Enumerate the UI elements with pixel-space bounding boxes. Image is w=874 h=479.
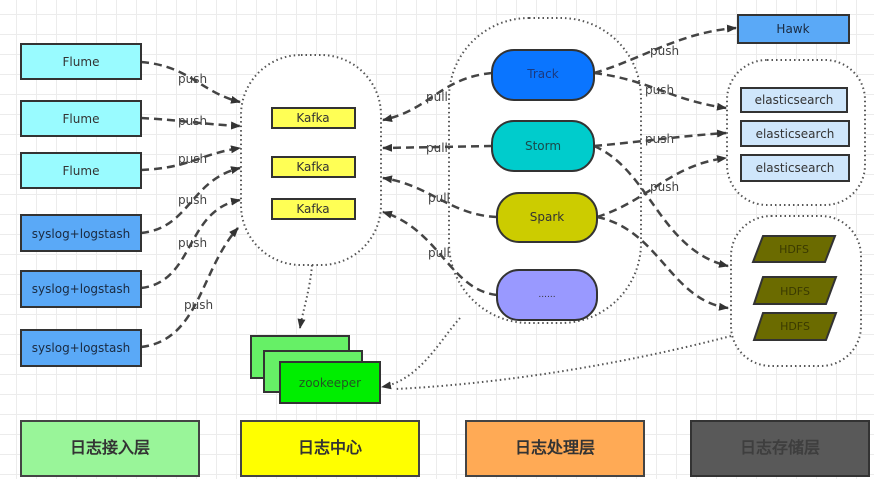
syslog-label: syslog+logstash xyxy=(32,282,130,296)
pull-label: pull xyxy=(428,246,450,260)
kafka-node[interactable]: Kafka xyxy=(271,107,356,129)
push-label: push xyxy=(645,132,674,146)
edge-storm-kafka xyxy=(382,143,493,152)
edge-spark-hdfs xyxy=(596,215,729,311)
edge-more-kafka xyxy=(382,210,498,297)
flume-source[interactable]: Flume xyxy=(20,100,142,137)
kafka-label: Kafka xyxy=(296,160,329,174)
push-label: push xyxy=(178,236,207,250)
hdfs-node[interactable]: HDFS xyxy=(751,235,837,263)
edge-processing-zookeeper xyxy=(381,317,461,390)
hdfs-label: HDFS xyxy=(780,285,810,298)
pull-label: pull xyxy=(426,141,448,155)
kafka-label: Kafka xyxy=(296,111,329,125)
syslog-label: syslog+logstash xyxy=(32,227,130,241)
edge-track-hawk xyxy=(593,24,737,75)
edge-syslog3-kafka xyxy=(140,227,239,349)
edge-flume1-kafka xyxy=(140,60,241,104)
elasticsearch-node[interactable]: elasticsearch xyxy=(740,120,850,147)
flume-label: Flume xyxy=(63,55,100,69)
layer-log-center-label: 日志中心 xyxy=(298,438,362,457)
push-label: push xyxy=(178,193,207,207)
zookeeper-node[interactable]: zookeeper xyxy=(250,335,381,404)
zookeeper-label: zookeeper xyxy=(299,376,361,390)
more-label: ...... xyxy=(538,290,555,300)
push-label: push xyxy=(178,114,207,128)
push-label: push xyxy=(650,44,679,58)
layer-log-center: 日志中心 xyxy=(240,420,420,477)
edge-flume3-kafka xyxy=(140,145,241,172)
syslog-logstash-source[interactable]: syslog+logstash xyxy=(20,214,142,252)
hawk-label: Hawk xyxy=(776,22,809,36)
push-label: push xyxy=(645,83,674,97)
edge-track-kafka xyxy=(382,71,493,123)
hdfs-node[interactable]: HDFS xyxy=(752,276,838,305)
edge-hdfs-zookeeper xyxy=(394,335,732,390)
edge-kafka-zookeeper xyxy=(297,264,313,329)
hdfs-label: HDFS xyxy=(780,320,810,333)
layer-storage-label: 日志存储层 xyxy=(740,438,820,457)
push-label: push xyxy=(650,180,679,194)
elasticsearch-node[interactable]: elasticsearch xyxy=(740,154,850,182)
kafka-node[interactable]: Kafka xyxy=(271,198,356,220)
push-label: push xyxy=(178,152,207,166)
syslog-logstash-source[interactable]: syslog+logstash xyxy=(20,270,142,308)
edge-syslog1-kafka xyxy=(140,166,241,235)
elasticsearch-node[interactable]: elasticsearch xyxy=(740,87,848,113)
edge-spark-kafka xyxy=(382,175,498,219)
layer-storage: 日志存储层 xyxy=(690,420,870,477)
syslog-logstash-source[interactable]: syslog+logstash xyxy=(20,329,142,367)
track-label: Track xyxy=(526,67,558,81)
edge-syslog2-kafka xyxy=(140,197,241,290)
pull-label: pull xyxy=(428,191,450,205)
layer-processing-label: 日志处理层 xyxy=(515,438,595,457)
edge-track-es xyxy=(593,71,727,111)
kafka-node[interactable]: Kafka xyxy=(271,156,356,178)
spark-label: Spark xyxy=(530,210,565,224)
layer-processing: 日志处理层 xyxy=(465,420,645,477)
flume-label: Flume xyxy=(63,164,100,178)
hawk-node[interactable]: Hawk xyxy=(737,14,850,44)
storm-processor[interactable]: Storm xyxy=(491,120,595,172)
flume-source[interactable]: Flume xyxy=(20,43,142,80)
flume-source[interactable]: Flume xyxy=(20,152,142,189)
hdfs-node[interactable]: HDFS xyxy=(752,312,838,341)
layer-access: 日志接入层 xyxy=(20,420,200,477)
syslog-label: syslog+logstash xyxy=(32,341,130,355)
edge-storm-hdfs xyxy=(593,144,729,268)
pull-label: pull xyxy=(426,90,448,104)
push-label: push xyxy=(184,298,213,312)
edge-storm-es xyxy=(593,129,727,148)
edge-spark-es xyxy=(596,155,727,219)
layer-access-label: 日志接入层 xyxy=(70,438,150,457)
hdfs-label: HDFS xyxy=(779,243,809,256)
kafka-label: Kafka xyxy=(296,202,329,216)
push-label: push xyxy=(178,72,207,86)
track-processor[interactable]: Track xyxy=(491,49,595,101)
spark-processor[interactable]: Spark xyxy=(496,192,598,243)
elasticsearch-label: elasticsearch xyxy=(755,93,834,107)
storm-label: Storm xyxy=(525,139,561,153)
elasticsearch-label: elasticsearch xyxy=(756,161,835,175)
more-processor[interactable]: ...... xyxy=(496,269,598,321)
elasticsearch-label: elasticsearch xyxy=(756,127,835,141)
flume-label: Flume xyxy=(63,112,100,126)
